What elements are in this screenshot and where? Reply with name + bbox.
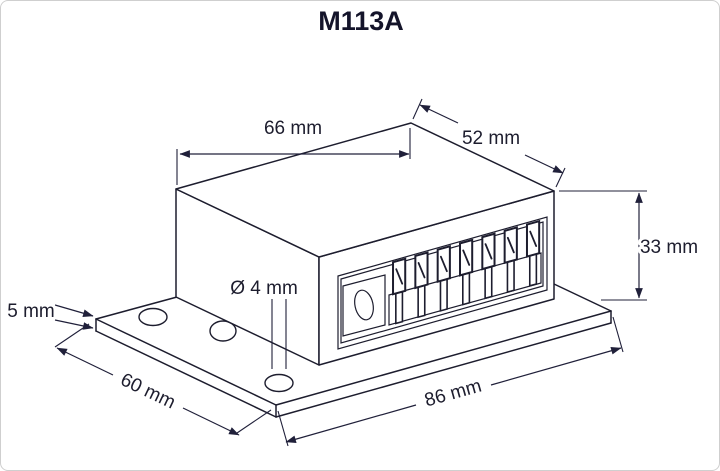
terminal-screw-slot [462, 249, 471, 266]
housing-top-face [175, 122, 555, 258]
terminal-screw-body [439, 278, 448, 312]
terminal-screw-body [395, 290, 404, 325]
mounting-hole-left [138, 307, 168, 327]
terminal-screws [392, 219, 541, 325]
terminal-screw-body [506, 259, 515, 294]
dim-label-height: 33 mm [640, 237, 698, 258]
fuse-hole [354, 289, 374, 321]
terminal-screw-body [417, 284, 426, 319]
dim-label-top-width: 52 mm [462, 128, 520, 149]
dimension-top-length: 66 mm [176, 115, 411, 185]
dimension-base-thickness: 5 mm [4, 298, 94, 330]
dimension-hole-diameter: Ø 4 mm [227, 275, 301, 369]
dome-bump [209, 320, 237, 342]
mounting-hole-front [264, 373, 294, 393]
base-plate-right-side [276, 311, 611, 417]
terminal-screw-slot [484, 243, 493, 260]
dim-label-base-width: 60 mm [117, 369, 178, 413]
page-title: M113A [318, 6, 404, 36]
terminal-screw-body [484, 265, 493, 300]
terminal-screw-slot [529, 230, 538, 247]
terminal-screw-slot [439, 255, 448, 273]
terminal-block [337, 216, 548, 350]
dim-label-base-length: 86 mm [422, 376, 484, 412]
terminal-screw-body [461, 271, 471, 306]
dim-label-base-thickness: 5 mm [7, 301, 55, 322]
terminal-screw-slot [417, 262, 426, 279]
terminal-screw-slot [506, 236, 515, 254]
dim-label-top-length: 66 mm [264, 118, 322, 139]
terminal-screw-body [528, 252, 538, 287]
terminal-screw-slot [395, 268, 404, 285]
base-plate-left-side [96, 319, 276, 417]
dimension-height: 33 mm [559, 190, 701, 301]
dim-label-hole-diameter: Ø 4 mm [230, 278, 298, 299]
dimension-top-width: 52 mm [412, 98, 566, 188]
